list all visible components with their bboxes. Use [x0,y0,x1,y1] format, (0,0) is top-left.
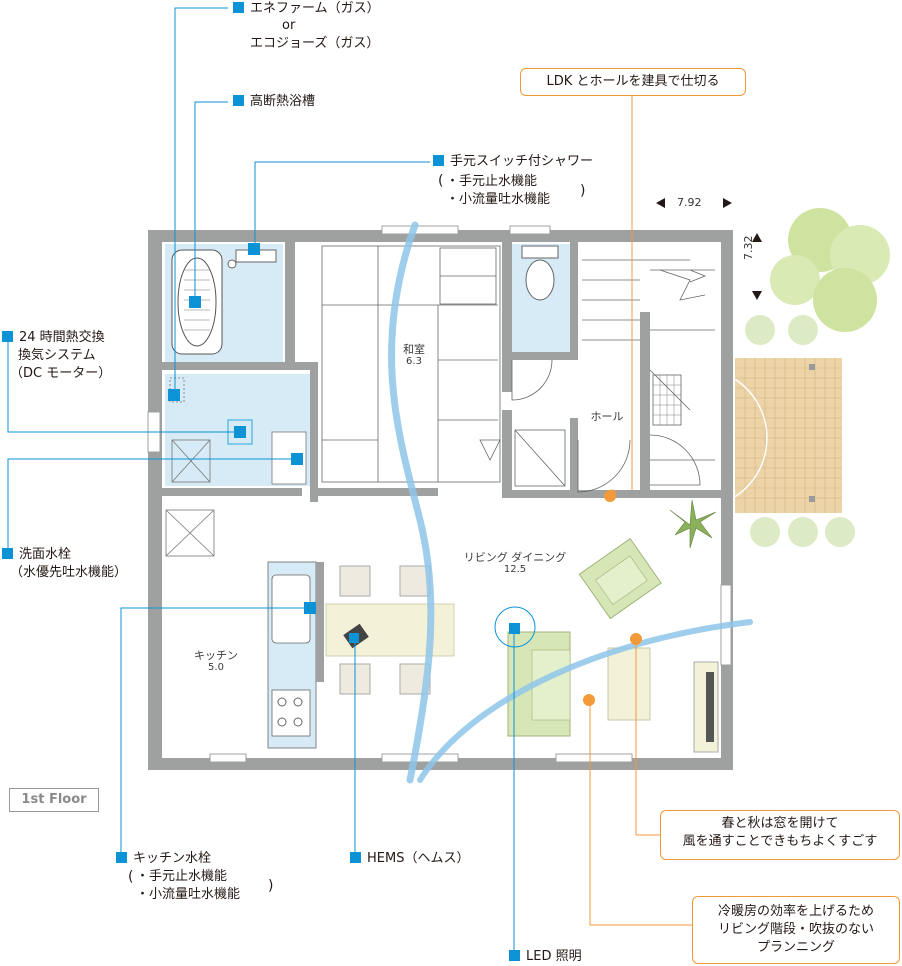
washbasin-line1: 洗面水栓 [19,547,72,562]
washbasin-label: 洗面水栓 [2,546,71,564]
room-living: リビング ダイニング 12.5 [450,552,580,576]
toilet [521,245,559,301]
callout-dots [583,490,642,706]
spring-autumn-line2: 風を通すことできもちよくすごす [682,834,878,849]
kitchen-bracket-right: ) [268,878,274,894]
washbasin-line2: （水優先吐水機能） [10,565,128,580]
cooling-line1: 冷暖房の効率を上げるため [717,904,874,919]
cooling-line2: リビング階段・吹抜のない [717,922,874,937]
room-hall: ホール [590,410,624,423]
cooling-line3: プランニング [756,940,835,955]
led-label: LED 照明 [509,948,582,966]
dimension-width: 7.92 [677,196,702,209]
dimension-arrows [656,198,762,300]
enefarm-line1: エネファーム（ガス） [250,1,380,16]
enefarm-or: or [282,18,296,33]
marker-square-icon [233,2,244,13]
callout-leaders [589,95,692,926]
marker-square-icon [433,155,444,166]
ventilation-line3: （DC モーター） [10,366,112,381]
enefarm-label: エネファーム（ガス） [233,0,380,18]
equipment-markers [168,243,520,643]
leader-lines [7,7,515,950]
deck [732,358,842,513]
walls [148,230,733,770]
doors [479,359,701,493]
callout-spring-autumn: 春と秋は窓を開けて 風を通すことできもちよくすごす [660,810,900,860]
airflow [388,221,753,784]
ventilation-line2: 換気システム [18,348,96,363]
kitchen-bracket-left: ( [128,869,134,885]
marker-square-icon [2,548,13,559]
potted-plant [669,499,717,549]
washitsu-name: 和室 [403,343,425,356]
room-kitchen: キッチン 5.0 [188,650,244,674]
led-text: LED 照明 [526,949,582,964]
ventilation-line1: 24 時間熱交換 [19,330,105,345]
trees [745,208,890,547]
callout-cooling: 冷暖房の効率を上げるため リビング階段・吹抜のない プランニング [692,896,900,964]
dining-set [325,565,455,695]
shower-title: 手元スイッチ付シャワー [450,154,594,169]
marker-square-icon [509,950,520,961]
bathtub-text: 高断熱浴槽 [250,94,316,109]
ventilation-label: 24 時間熱交換 [2,329,105,347]
enefarm-line3: エコジョーズ（ガス） [250,36,380,51]
callout-ldk-hall: LDK とホールを建具で仕切る [520,68,746,96]
living-name: リビング ダイニング [463,551,567,564]
shower-bracket-right: ) [580,183,586,199]
kitchen-size: 5.0 [208,662,224,673]
floor-label: 1st Floor [9,788,99,812]
shower-label: 手元スイッチ付シャワー [433,153,593,171]
marker-square-icon [233,95,244,106]
spring-autumn-line1: 春と秋は窓を開けて [721,816,839,831]
hems-text: HEMS（ヘムス） [367,851,470,866]
living-size: 12.5 [503,564,527,575]
bathtub-label: 高断熱浴槽 [233,93,315,111]
stairs [582,259,715,461]
dimension-height: 7.32 [742,235,755,261]
shower-item1: ・手元止水機能 [446,174,538,189]
kitchen-item1: ・手元止水機能 [136,869,228,884]
marker-square-icon [350,852,361,863]
kitchen-faucet-title: キッチン水栓 [133,851,212,866]
hems-label: HEMS（ヘムス） [350,850,469,868]
kitchen-faucet-label: キッチン水栓 [116,850,211,868]
kitchen-counter [165,509,324,749]
marker-square-icon [116,852,127,863]
washitsu [321,245,501,483]
kitchen-name: キッチン [194,649,238,662]
kitchen-item2: ・小流量吐水機能 [136,887,241,902]
marker-square-icon [2,331,13,342]
shower-bracket-left: ( [438,173,444,189]
washitsu-size: 6.3 [406,356,422,367]
room-washitsu: 和室 6.3 [392,344,436,368]
shower-item2: ・小流量吐水機能 [446,192,551,207]
